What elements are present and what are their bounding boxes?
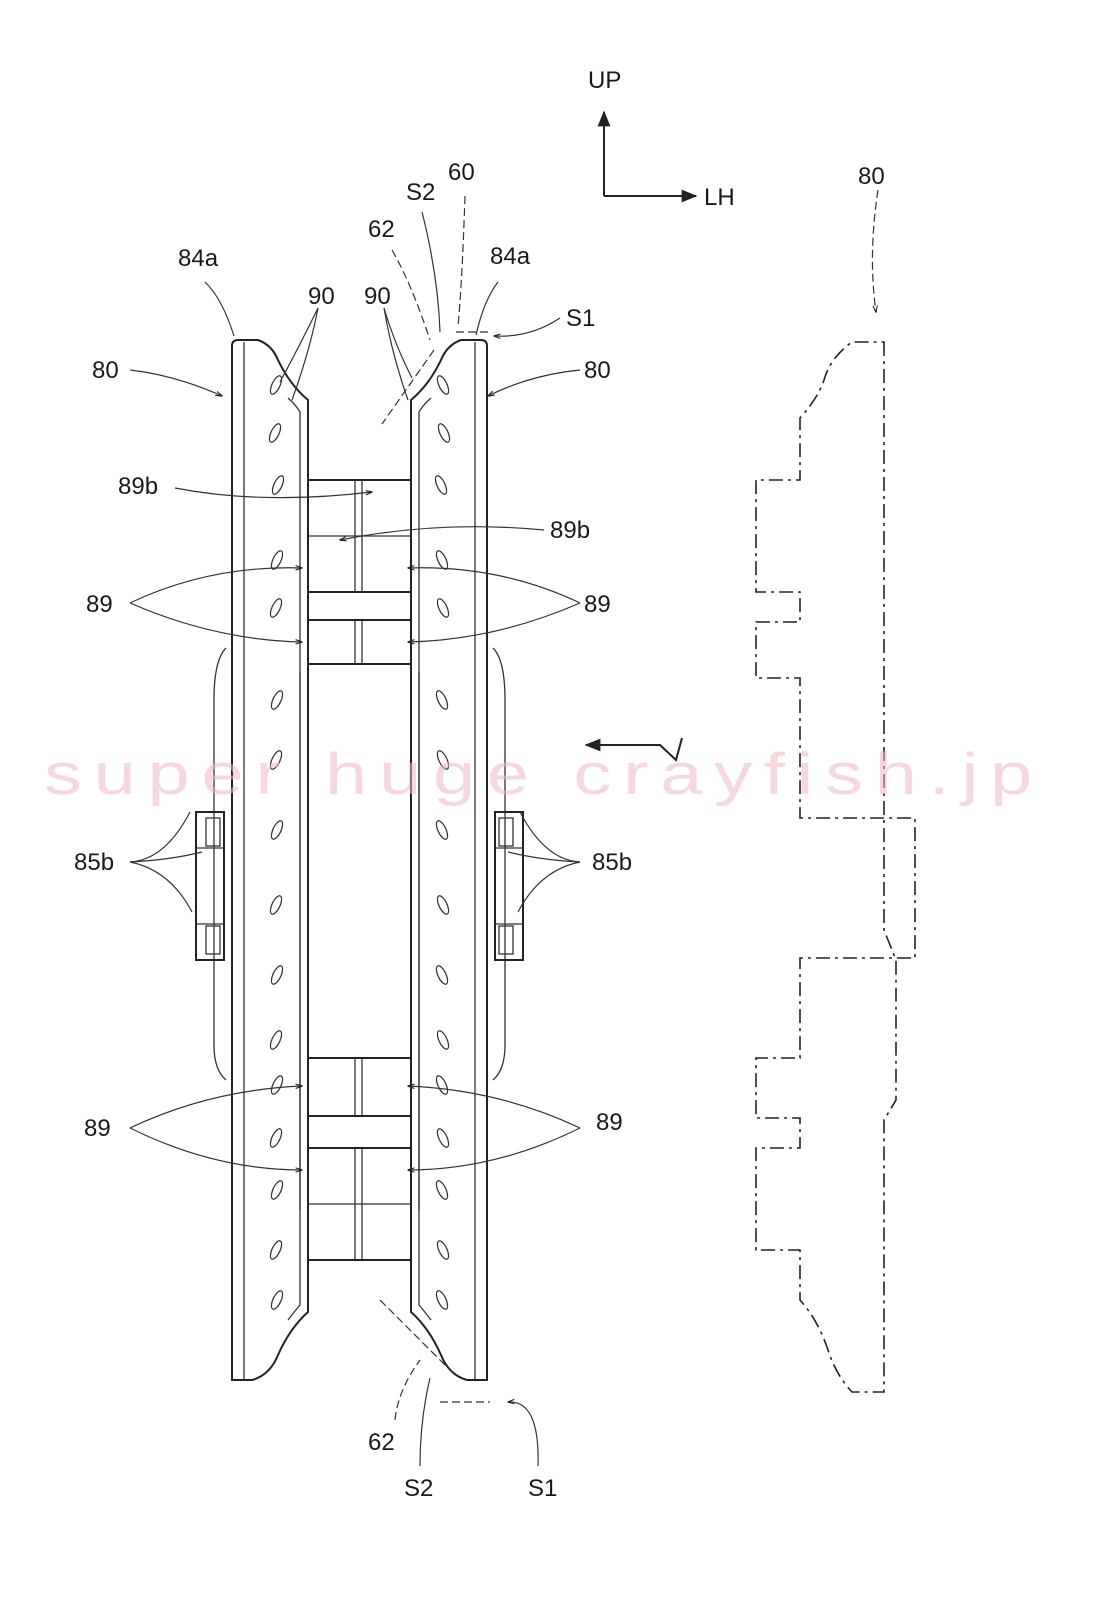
label-80-left: 80 — [92, 357, 119, 384]
label-89-left-top: 89 — [86, 591, 113, 618]
label-90-left: 90 — [308, 283, 335, 310]
label-80-right: 80 — [584, 357, 611, 384]
watermark: super huge crayfish.jp — [44, 742, 1044, 807]
label-62-bottom: 62 — [368, 1429, 395, 1456]
label-80-seat-back: 80 — [858, 163, 885, 190]
label-89b-right: 89b — [550, 517, 590, 544]
center-blocks — [299, 479, 420, 1261]
label-90-right: 90 — [364, 283, 391, 310]
label-89b-left: 89b — [118, 473, 158, 500]
seat-back-outline — [755, 341, 916, 1393]
label-84a-left: 84a — [178, 245, 219, 272]
label-89-right-bottom: 89 — [596, 1109, 623, 1136]
label-60: 60 — [448, 159, 475, 186]
direction-indicator: UP LH — [588, 67, 735, 211]
reference-labels: 60 S2 62 84a 84a 90 90 S1 80 80 80 89b 8… — [74, 159, 885, 1502]
section-lines — [379, 331, 490, 1403]
insertion-arrow — [584, 737, 683, 762]
label-89-left-bottom: 89 — [84, 1115, 111, 1142]
leader-lines — [129, 189, 879, 1467]
left-holes — [268, 375, 285, 1310]
label-85b-right: 85b — [592, 849, 632, 876]
label-84a-right: 84a — [490, 243, 531, 270]
label-89-right-top: 89 — [584, 591, 611, 618]
label-s1-bottom: S1 — [528, 1475, 557, 1502]
label-s1-top: S1 — [566, 305, 595, 332]
up-label: UP — [588, 67, 621, 94]
left-frame — [195, 339, 309, 1381]
lh-label: LH — [704, 184, 735, 211]
label-62-top: 62 — [368, 216, 395, 243]
label-85b-left: 85b — [74, 849, 114, 876]
right-holes — [434, 375, 451, 1310]
right-frame — [410, 339, 524, 1381]
label-s2-top: S2 — [406, 179, 435, 206]
label-s2-bottom: S2 — [404, 1475, 433, 1502]
